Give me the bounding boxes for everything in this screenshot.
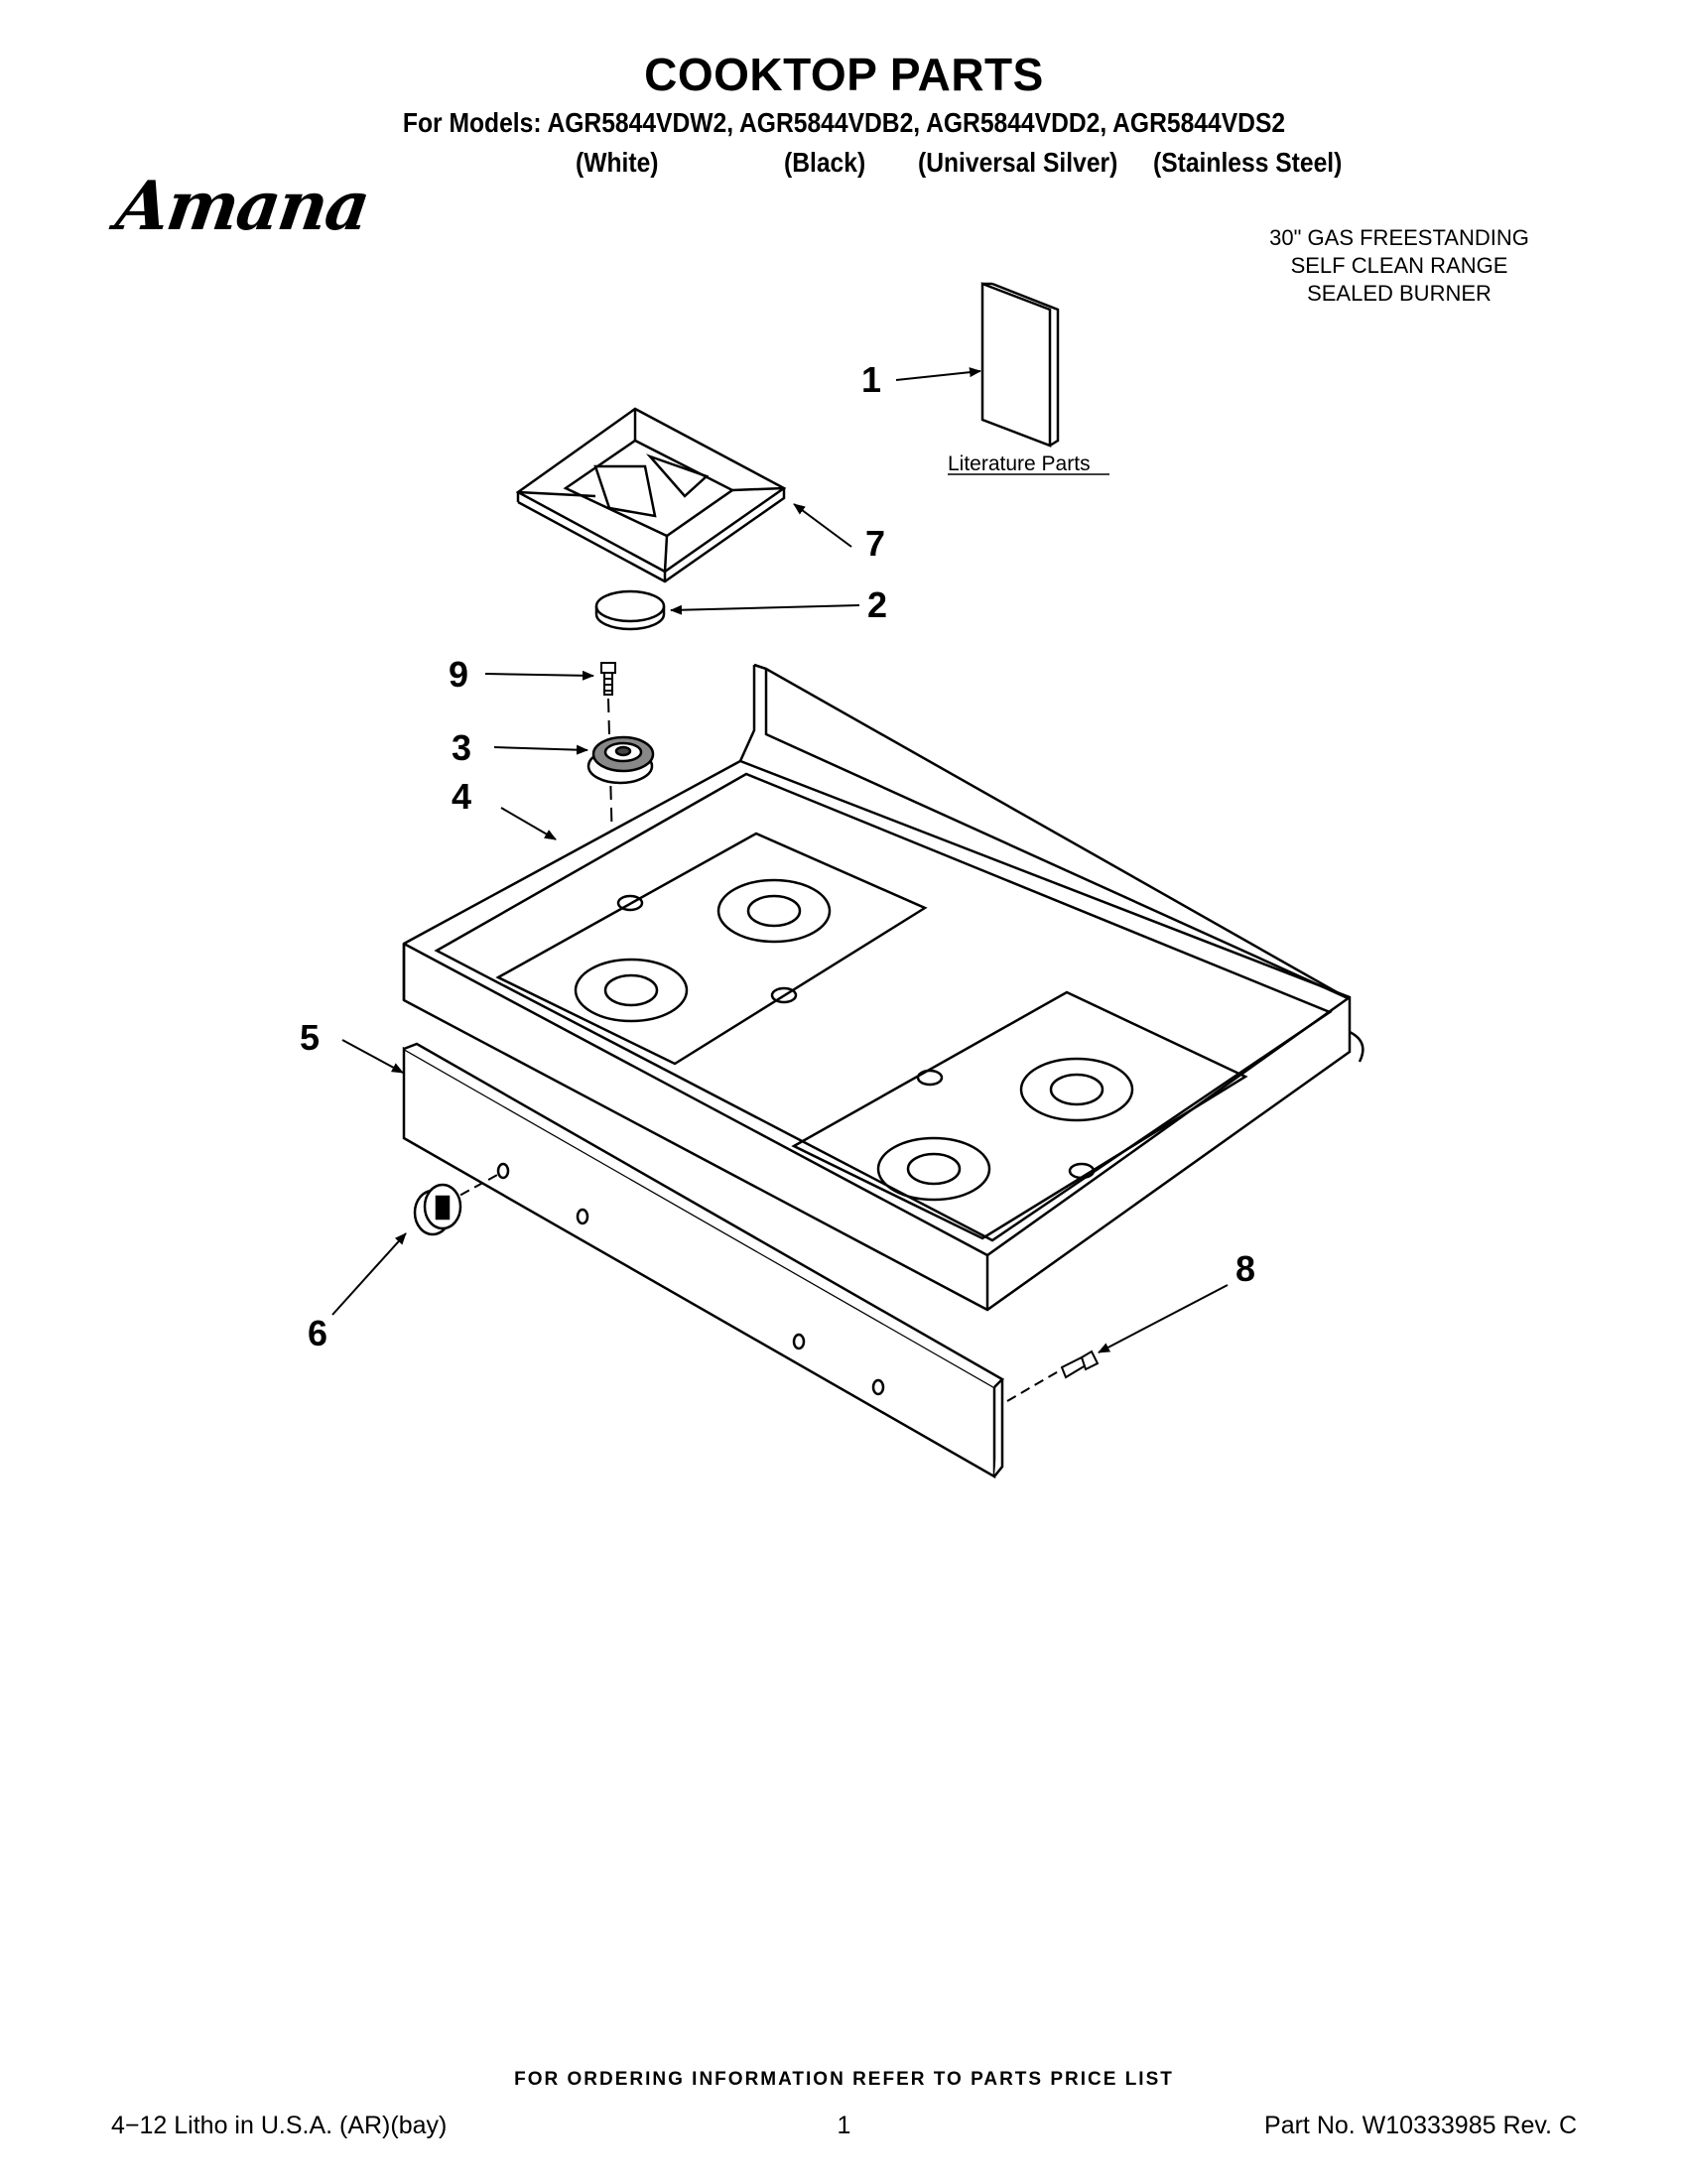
part-number: Part No. W10333985 Rev. C (1264, 2112, 1577, 2139)
page-number: 1 (837, 2112, 851, 2139)
page-title: COOKTOP PARTS (644, 49, 1044, 100)
finish-universal-silver: (Universal Silver) (918, 147, 1118, 178)
product-line-2: SELF CLEAN RANGE (1290, 253, 1508, 278)
callout-9: 9 (449, 654, 468, 695)
control-knob (413, 1183, 462, 1236)
product-line-1: 30" GAS FREESTANDING (1269, 225, 1529, 250)
callout-4: 4 (452, 776, 471, 817)
finish-white: (White) (576, 147, 659, 178)
callout-8: 8 (1235, 1248, 1255, 1289)
callout-7: 7 (865, 523, 885, 564)
product-line-3: SEALED BURNER (1307, 281, 1492, 306)
ordering-note: FOR ORDERING INFORMATION REFER TO PARTS … (514, 2069, 1174, 2090)
callout-5: 5 (300, 1017, 320, 1058)
burner-cap (594, 589, 666, 631)
cooktop-burner-rings (574, 878, 1134, 1202)
litho-info: 4−12 Litho in U.S.A. (AR)(bay) (111, 2112, 448, 2139)
burner-grate (515, 407, 787, 583)
panel-screw (1060, 1349, 1100, 1379)
callout-leader-lines (331, 367, 1229, 1353)
burner-base (586, 735, 655, 785)
knob-alignment-line (446, 1173, 500, 1204)
callout-1: 1 (861, 359, 881, 400)
screw-alignment-line (1006, 1368, 1063, 1402)
finish-stainless-steel: (Stainless Steel) (1153, 147, 1343, 178)
literature-booklet (980, 282, 1060, 448)
control-panel (402, 1042, 1005, 1479)
product-description: 30" GAS FREESTANDING SELF CLEAN RANGE SE… (1221, 224, 1578, 308)
burner-screw (600, 662, 616, 696)
finish-black: (Black) (784, 147, 866, 178)
callout-6: 6 (308, 1313, 327, 1353)
literature-parts-label: Literature Parts (948, 452, 1091, 475)
callout-3: 3 (452, 727, 471, 768)
models-line: For Models: AGR5844VDW2, AGR5844VDB2, AG… (402, 107, 1286, 138)
callout-2: 2 (867, 584, 887, 625)
